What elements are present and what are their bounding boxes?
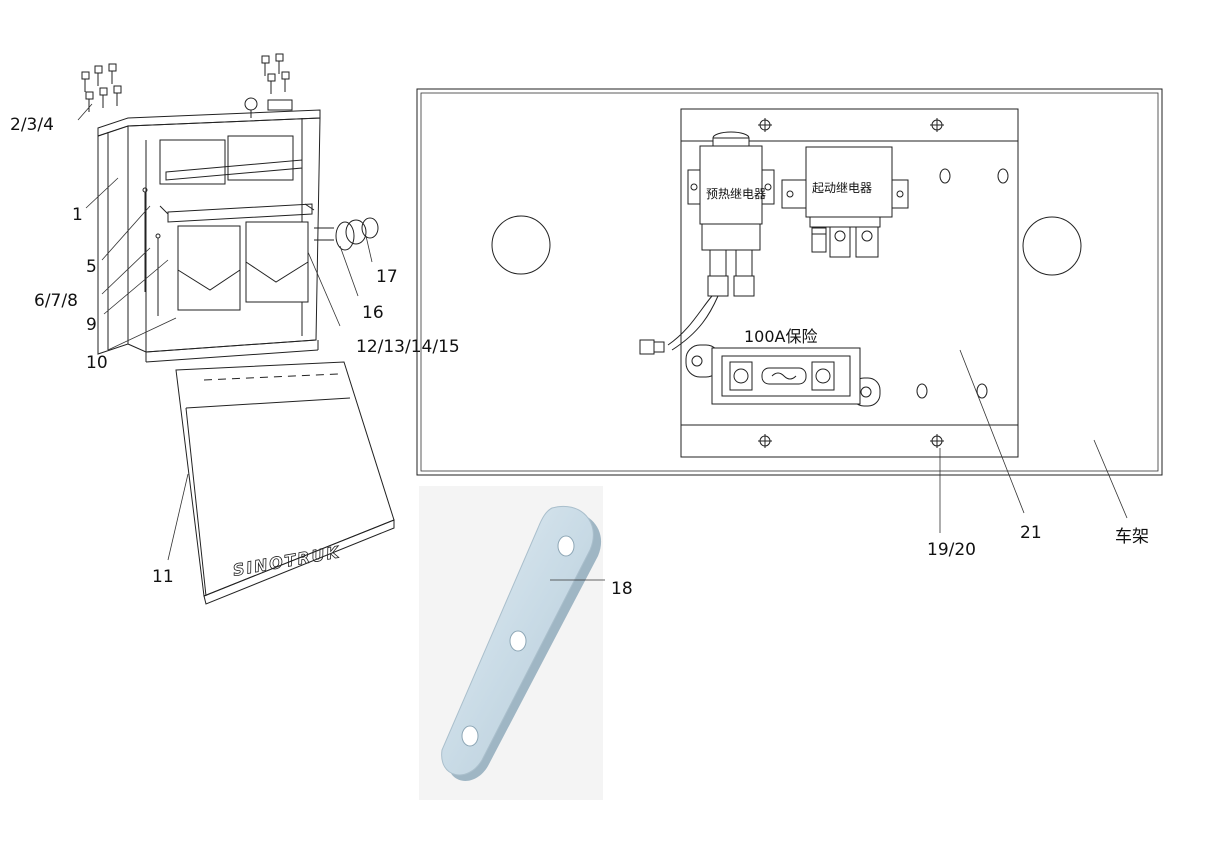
callout-17: 17 — [376, 267, 398, 287]
callout-1: 1 — [72, 205, 83, 225]
battery-box-assembly: SINOTRUK — [77, 53, 395, 605]
cover-brand-text: SINOTRUK — [231, 542, 342, 580]
callout-18: 18 — [611, 579, 633, 599]
frame-hole-right — [1022, 216, 1082, 276]
callout-19-20: 19/20 — [927, 540, 976, 560]
callout-10: 10 — [86, 353, 108, 373]
callout-21: 21 — [1020, 523, 1042, 543]
callout-16: 16 — [362, 303, 384, 323]
battery-cells — [159, 135, 309, 311]
leader-lines-right — [939, 349, 1128, 533]
preheat-relay — [639, 131, 775, 355]
callout-2-3-4: 2/3/4 — [10, 115, 54, 135]
start-relay — [781, 146, 909, 258]
start-relay-label: 起动继电器 — [812, 181, 872, 195]
connector-plate-render — [419, 486, 605, 800]
frame-panel — [416, 88, 1163, 476]
callout-12-13-14-15: 12/13/14/15 — [356, 337, 460, 357]
fuse-holder — [685, 344, 881, 407]
preheat-relay-label: 预热继电器 — [706, 187, 766, 201]
bolt-group-right — [244, 53, 293, 118]
callout-5: 5 — [86, 257, 97, 277]
callout-11: 11 — [152, 567, 174, 587]
bolt-group-left — [81, 63, 122, 112]
tie-rods — [142, 187, 161, 316]
callout-frame: 车架 — [1115, 527, 1149, 547]
battery-box-frame — [97, 109, 321, 363]
fuse-label: 100A保险 — [744, 327, 818, 346]
leader-lines-left — [77, 103, 373, 561]
callout-6-7-8: 6/7/8 — [34, 291, 78, 311]
plate-holes — [916, 168, 1009, 399]
battery-cover — [175, 361, 395, 605]
plate-screws — [758, 118, 944, 448]
callout-9: 9 — [86, 315, 97, 335]
hold-down-straps — [159, 159, 315, 223]
frame-hole-left — [491, 215, 551, 275]
battery-switch — [314, 217, 379, 251]
